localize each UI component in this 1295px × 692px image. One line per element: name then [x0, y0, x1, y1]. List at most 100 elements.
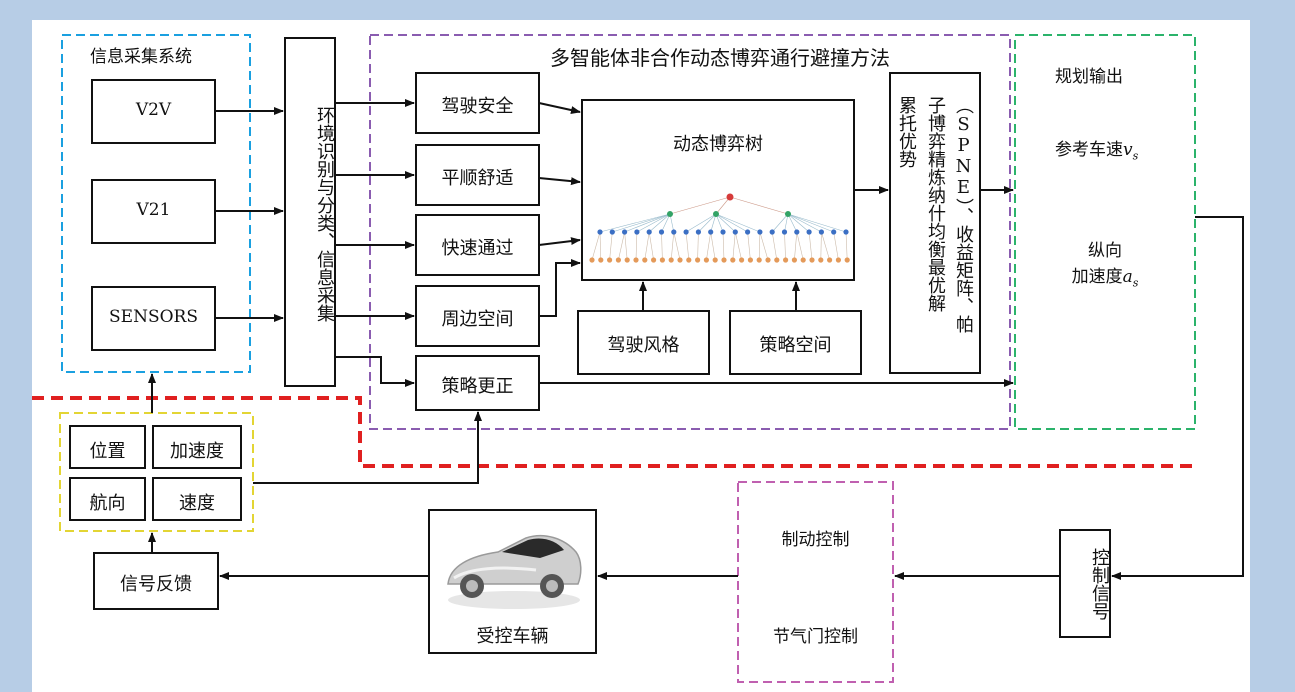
tree-node — [726, 193, 734, 201]
tree-edge — [698, 213, 717, 233]
speed-box — [152, 477, 242, 521]
spne-col3: （SPNE）、收益矩阵、帕 — [953, 96, 974, 333]
tree-edge — [722, 231, 725, 261]
tree-edge — [821, 231, 830, 261]
tree-edge — [787, 213, 810, 233]
tree-node — [615, 257, 622, 263]
tree-edge — [673, 231, 681, 261]
tree-edge — [771, 231, 778, 261]
tree-edge — [685, 213, 717, 233]
feedback-heading: 航向 — [89, 493, 126, 514]
factor-safety: 驾驶安全 — [441, 96, 514, 117]
tree-node — [785, 211, 791, 217]
tree-edge — [644, 231, 650, 261]
tree-node — [633, 257, 639, 263]
tree-edge — [796, 231, 804, 261]
tree-node — [818, 229, 825, 235]
tree-node — [747, 257, 754, 263]
tree-node — [646, 229, 652, 235]
strategy-update-label: 策略更正 — [441, 376, 514, 397]
input-sensors: SENSORS — [109, 307, 198, 327]
tree-node — [598, 257, 604, 263]
strategy-update-box — [415, 355, 540, 411]
method-border — [369, 34, 1011, 430]
tree-edge — [706, 231, 711, 261]
method-title: 多智能体非合作动态博弈通行避撞方法 — [550, 46, 890, 70]
tree-node — [791, 257, 798, 263]
tree-node — [597, 229, 603, 235]
game-tree-title: 动态博弈树 — [673, 134, 763, 155]
tree-node — [765, 257, 771, 263]
pos-box — [69, 425, 146, 469]
v2v-box — [91, 79, 216, 144]
tree-edge — [685, 231, 690, 261]
tree-edge — [710, 213, 717, 233]
tree-node — [713, 211, 719, 217]
tree-edge — [715, 213, 724, 233]
tree-edge — [845, 231, 848, 261]
tree-edge — [612, 213, 671, 233]
tree-edge — [624, 213, 671, 233]
tree-edge — [787, 213, 822, 233]
feedback-border — [59, 412, 254, 532]
control-signal-box — [1059, 529, 1111, 638]
tree-node — [774, 257, 780, 263]
tree-node — [651, 257, 657, 263]
tree-node — [809, 257, 815, 263]
control-brake: 制动控制 — [781, 530, 850, 550]
tree-edge — [784, 213, 789, 233]
tree-edge — [715, 196, 731, 215]
tree-node — [843, 229, 849, 235]
vehicle-label: 受控车辆 — [476, 626, 549, 647]
tree-edge — [661, 213, 671, 233]
tree-edge — [784, 231, 786, 261]
feedback-position: 位置 — [89, 441, 126, 462]
tree-node — [757, 229, 763, 235]
tree-node — [703, 257, 710, 263]
info-system-border — [61, 34, 251, 373]
tree-edge — [669, 196, 731, 215]
input-v21: V21 — [136, 200, 171, 220]
tree-node — [721, 257, 727, 263]
spne-col1: 累托优势 — [896, 96, 917, 168]
tree-edge — [649, 213, 671, 233]
env-label: 环境识别与分类、信息采集 — [314, 106, 335, 322]
tree-node — [739, 257, 745, 263]
output-accel-line1: 纵向 — [1088, 241, 1122, 261]
accel-box — [152, 425, 242, 469]
control-signal-label: 控制信号 — [1089, 548, 1110, 620]
tree-node — [783, 257, 789, 263]
output-ref-speed: 参考车速vs — [1055, 140, 1139, 163]
tree-node — [769, 229, 775, 235]
tree-node — [695, 257, 701, 263]
tree-edge — [599, 213, 671, 233]
tree-node — [668, 257, 674, 263]
tree-edge — [591, 231, 601, 261]
tree-edge — [697, 231, 699, 261]
tree-edge — [715, 213, 748, 233]
tree-node — [720, 229, 726, 235]
control-throttle: 节气门控制 — [773, 627, 858, 647]
tree-edge — [833, 231, 839, 261]
tree-node — [730, 257, 736, 263]
tree-node — [806, 229, 812, 235]
tree-edge — [729, 196, 789, 215]
game-tree-graphic — [589, 193, 850, 263]
tree-edge — [715, 213, 736, 233]
factor-box-safety — [415, 72, 540, 134]
game-tree-box — [581, 99, 855, 281]
tree-edge — [771, 213, 789, 233]
feedback-accel: 加速度 — [170, 441, 224, 462]
tree-edge — [710, 231, 716, 261]
driving-style-label: 驾驶风格 — [607, 335, 680, 356]
tree-node — [589, 257, 595, 263]
tree-node — [658, 229, 665, 235]
tree-edge — [636, 213, 671, 233]
signal-feedback-label: 信号反馈 — [120, 574, 192, 595]
tree-node — [622, 229, 628, 235]
tree-edge — [599, 231, 602, 261]
strategy-space-label: 策略空间 — [759, 335, 832, 356]
tree-edge — [648, 231, 654, 261]
